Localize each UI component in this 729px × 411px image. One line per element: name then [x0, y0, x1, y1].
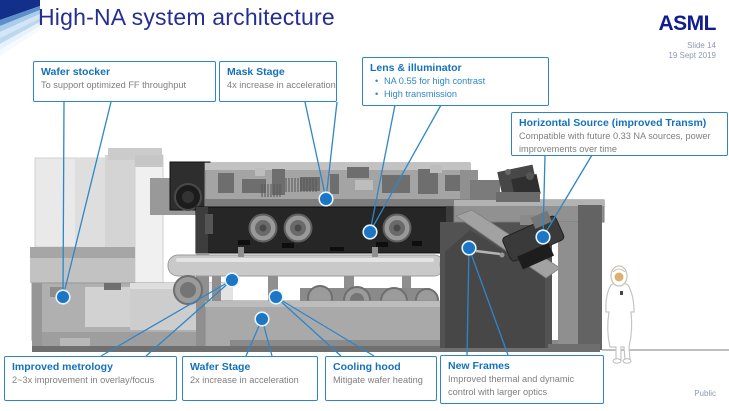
dot-cooling-hood [268, 289, 284, 305]
dot-horizontal-source [535, 229, 551, 245]
page-title: High-NA system architecture [38, 4, 335, 30]
callout-title: Horizontal Source (improved Transm) [519, 117, 707, 129]
callout-title: Lens & illuminator [370, 62, 462, 74]
callout-body: 2x increase in acceleration [190, 375, 299, 385]
callout-dots [55, 191, 551, 327]
dot-wafer-stage [254, 311, 270, 327]
callout-body: 4x increase in acceleration [227, 80, 336, 90]
callout-title: Improved metrology [12, 361, 113, 373]
connector-improved-metrology [100, 279, 233, 357]
slide-meta: Slide 14 19 Sept 2019 [668, 41, 716, 60]
callout-title: Wafer stocker [41, 66, 111, 78]
callout-wafer-stage: Wafer Stage 2x increase in acceleration [182, 356, 318, 401]
callout-title: Wafer Stage [190, 361, 251, 373]
asml-logo: ASML [658, 12, 717, 35]
callout-body: 2~3x improvement in overlay/focus [12, 375, 155, 385]
callout-title: Cooling hood [333, 361, 401, 373]
connector-wafer-stocker [62, 101, 112, 298]
bullet-icon: • [375, 76, 379, 86]
callout-bullet-text: NA 0.55 for high contrast [384, 76, 486, 86]
callout-body: Improved thermal and dynamic control wit… [448, 374, 575, 397]
connector-lens-illuminator [369, 104, 442, 233]
callout-bullet: • High transmission [370, 88, 541, 101]
dot-lens-illuminator [362, 224, 378, 240]
dot-wafer-stocker [55, 289, 71, 305]
callout-title: New Frames [448, 360, 510, 372]
callout-title: Mask Stage [227, 66, 285, 78]
callout-connector-lines [62, 101, 593, 357]
callout-body: Mitigate wafer heating [333, 375, 423, 385]
corner-swoosh-graphic [0, 0, 40, 56]
connector-mask-stage [304, 101, 338, 200]
machine-reticle-module [195, 206, 457, 254]
callout-mask-stage: Mask Stage 4x increase in acceleration [219, 61, 337, 102]
machine-source-assembly [475, 164, 565, 270]
slide-date: 19 Sept 2019 [668, 50, 716, 60]
callout-body: To support optimized FF throughput [41, 80, 187, 90]
callout-body: Compatible with future 0.33 NA sources, … [519, 131, 711, 154]
dot-mask-stage [318, 191, 334, 207]
callout-wafer-stocker: Wafer stocker To support optimized FF th… [33, 61, 216, 102]
callout-bullet: • NA 0.55 for high contrast [370, 75, 541, 88]
callout-improved-metrology: Improved metrology 2~3x improvement in o… [4, 356, 177, 401]
slide-number: Slide 14 [687, 41, 716, 50]
connector-cooling-hood [275, 296, 375, 357]
cleanroom-person-figure [605, 265, 635, 364]
connector-horizontal-source [542, 154, 593, 238]
dot-improved-metrology [224, 272, 240, 288]
bullet-icon: • [375, 88, 379, 99]
callout-cooling-hood: Cooling hood Mitigate wafer heating [325, 356, 437, 401]
callout-horizontal-source: Horizontal Source (improved Transm) Comp… [511, 112, 728, 156]
machine-top-superstructure [150, 161, 500, 215]
callout-lens-illuminator: Lens & illuminator • NA 0.55 for high co… [362, 57, 549, 106]
dot-new-frames [461, 240, 477, 256]
connector-new-frames [466, 247, 509, 356]
classification-label: Public [694, 389, 716, 398]
callout-bullet-text: High transmission [384, 88, 458, 99]
callout-new-frames: New Frames Improved thermal and dynamic … [440, 355, 604, 404]
